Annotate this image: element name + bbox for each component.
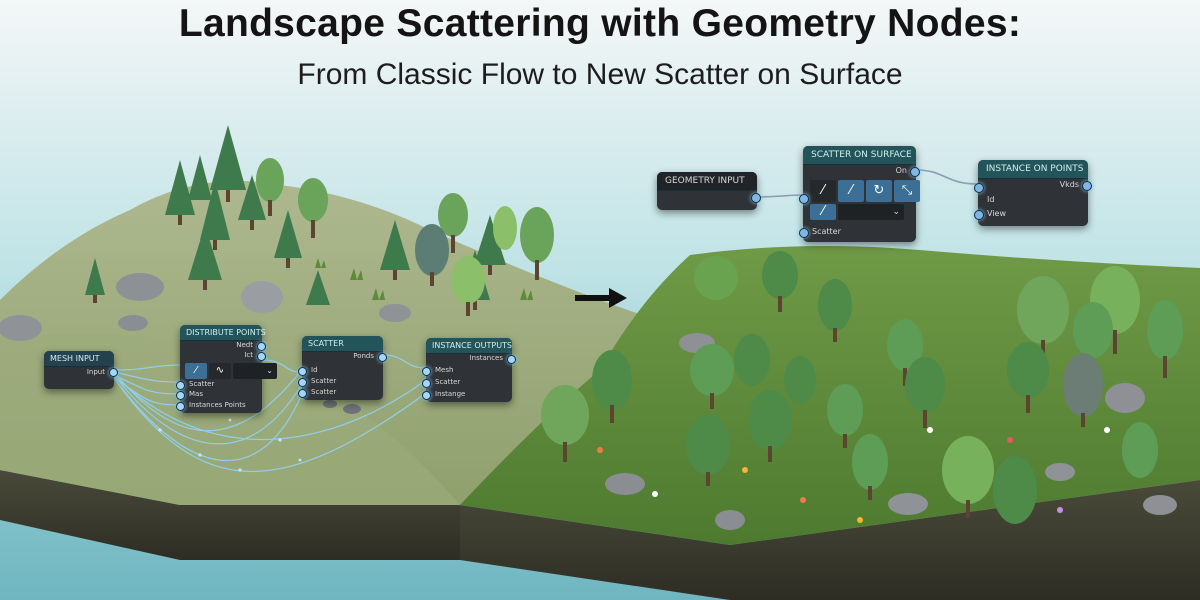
brush-icon[interactable]: ⁄ <box>185 363 207 379</box>
scatter-input-socket[interactable] <box>298 367 307 376</box>
brush-small-icon[interactable]: ⁄ <box>810 204 836 220</box>
classic-node-wires <box>113 354 427 473</box>
scatter-on-surface-input-label: Scatter <box>812 227 841 236</box>
mesh-input-header: Mesh Input <box>44 351 114 367</box>
instance-outputs-input-label: Instange <box>435 390 466 398</box>
instance-on-points-geometry-socket[interactable] <box>974 183 984 193</box>
instance-outputs-output-label: Instances <box>469 354 503 362</box>
instance-on-points-input-label: Id <box>987 195 995 204</box>
instance-on-points-input-socket[interactable] <box>974 210 984 220</box>
scatter-on-surface-header: Scatter on Surface <box>803 146 916 165</box>
distribute-points-toolbar: ⁄ ∿ ⌄ <box>185 363 277 379</box>
scatter-output-socket[interactable] <box>378 353 387 362</box>
distribute-points-input-socket[interactable] <box>176 381 185 390</box>
distribute-points-output-socket[interactable] <box>257 342 266 351</box>
instance-outputs-input-socket[interactable] <box>422 367 431 376</box>
mesh-input-node[interactable]: Mesh Input Input <box>44 351 118 389</box>
instance-outputs-input-label: Scatter <box>435 378 461 386</box>
distribute-points-input-label: Instances Points <box>189 401 246 409</box>
distribute-points-output-socket[interactable] <box>257 352 266 361</box>
instance-outputs-header: Instance Outputs <box>426 338 512 354</box>
instance-outputs-input-socket[interactable] <box>422 379 431 388</box>
instance-on-points-output-label: Vkds <box>1059 180 1079 189</box>
scatter-on-surface-toolbar: ⁄ ⁄ ↻ ⤡ <box>810 180 920 202</box>
scatter-input-label: Scatter <box>311 377 337 385</box>
instance-outputs-node[interactable]: Instance Outputs Instances Mesh Scatter … <box>422 338 516 402</box>
mesh-input-output-socket[interactable] <box>109 368 118 377</box>
paint-brush-icon[interactable]: ⁄ <box>810 180 836 202</box>
right-arrow-icon <box>575 288 627 308</box>
scatter-input-label: Scatter <box>311 388 337 396</box>
scatter-mode-dropdown[interactable]: ⌄ <box>838 204 904 220</box>
curve-icon[interactable]: ∿ <box>209 363 231 379</box>
distribute-points-input-label: Mas <box>189 390 203 398</box>
distribute-points-header: Distribute Points <box>180 325 266 341</box>
instance-on-points-input-label: View <box>987 209 1006 218</box>
instance-outputs-input-socket[interactable] <box>422 391 431 400</box>
geometry-input-output-socket[interactable] <box>751 193 761 203</box>
distribute-points-node[interactable]: Distribute Points Nedt Ict ⁄ ∿ ⌄ Scatter… <box>176 325 277 413</box>
mesh-input-output-label: Input <box>86 368 105 376</box>
wire-sparkles <box>158 418 302 472</box>
scatter-output-label: Ponds <box>353 352 374 360</box>
scatter-on-surface-output-label: On <box>895 166 907 175</box>
scatter-on-surface-input-socket[interactable] <box>799 228 809 238</box>
page-subtitle: From Classic Flow to New Scatter on Surf… <box>297 58 903 91</box>
page-title: Landscape Scattering with Geometry Nodes… <box>178 2 1022 45</box>
scatter-input-label: Id <box>311 366 318 374</box>
scatter-on-surface-options: ⁄ ⌄ <box>810 204 904 220</box>
scale-icon[interactable]: ⤡ <box>894 180 920 202</box>
scatter-terrain <box>460 246 1200 600</box>
geometry-input-node[interactable]: Geometry Input <box>657 172 761 210</box>
distribute-points-output-label: Nedt <box>236 341 253 349</box>
instance-on-points-output-socket[interactable] <box>1082 181 1092 191</box>
instance-outputs-input-label: Mesh <box>435 366 454 374</box>
distribute-points-input-socket[interactable] <box>176 391 185 400</box>
scatter-input-socket[interactable] <box>298 389 307 398</box>
brush-icon[interactable]: ⁄ <box>838 180 864 202</box>
instance-on-points-node[interactable]: Instance on Points Vkds Id View <box>974 160 1092 226</box>
scatter-on-surface-node[interactable]: Scatter on Surface On ⁄ ⁄ ↻ ⤡ ⁄ ⌄ Scatte… <box>799 146 920 242</box>
scatter-on-surface-geometry-socket[interactable] <box>799 194 809 204</box>
distribute-points-input-label: Scatter <box>189 380 215 388</box>
mode-dropdown[interactable]: ⌄ <box>233 363 277 379</box>
rotate-icon[interactable]: ↻ <box>866 180 892 202</box>
geometry-input-header: Geometry Input <box>657 172 757 191</box>
scatter-header: Scatter <box>302 336 383 352</box>
scatter-on-surface-output-socket[interactable] <box>910 167 920 177</box>
instance-on-points-header: Instance on Points <box>978 160 1088 179</box>
distribute-points-input-socket[interactable] <box>176 402 185 411</box>
scatter-node[interactable]: Scatter Ponds Id Scatter Scatter <box>298 336 387 400</box>
distribute-points-output-label: Ict <box>244 351 253 359</box>
scatter-input-socket[interactable] <box>298 378 307 387</box>
instance-outputs-output-socket[interactable] <box>507 355 516 364</box>
